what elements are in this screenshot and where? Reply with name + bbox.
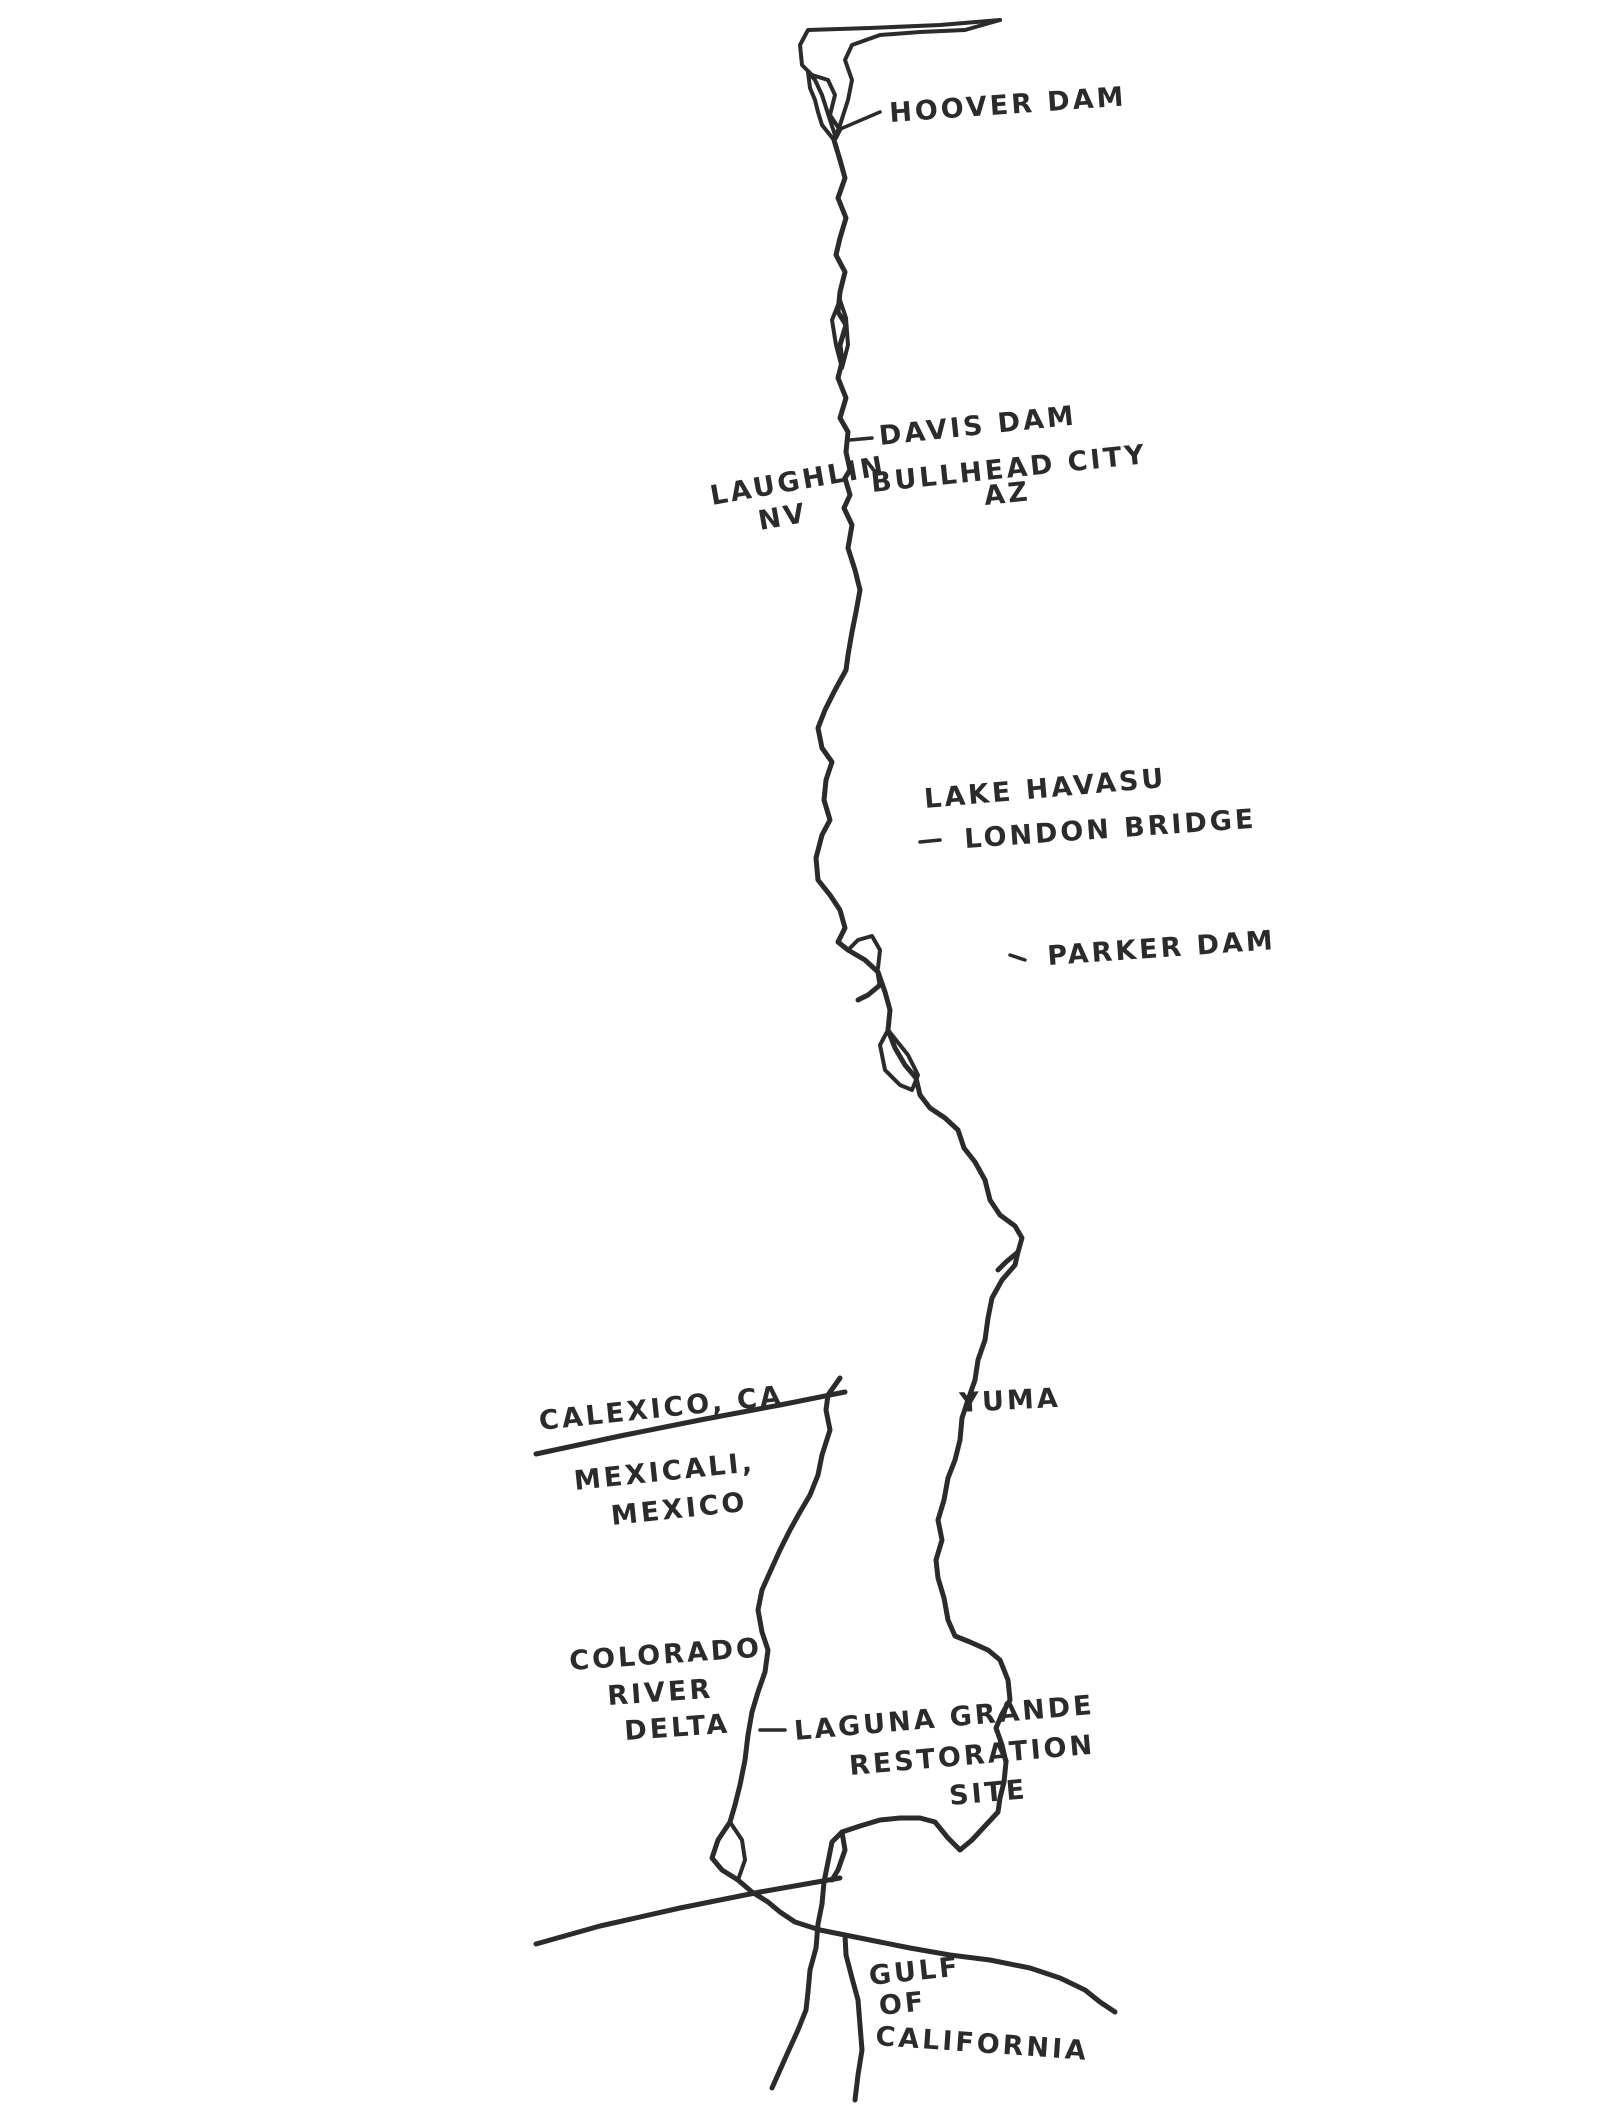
river-island bbox=[830, 298, 850, 370]
label-bullhead-az: AZ bbox=[982, 476, 1031, 512]
delta-side-channel bbox=[728, 1820, 747, 1882]
label-colorado: COLORADO bbox=[568, 1633, 763, 1677]
label-yuma: YUMA bbox=[958, 1383, 1062, 1419]
hoover-dam-pointer bbox=[836, 110, 882, 132]
border-line-lower bbox=[533, 1389, 848, 1457]
label-of: OF bbox=[877, 1986, 927, 2022]
label-mexico: MEXICO bbox=[609, 1487, 748, 1532]
gulf-east-shore bbox=[842, 1932, 1118, 2015]
gulf-west-shore bbox=[842, 1932, 865, 2103]
london-bridge-pointer bbox=[918, 838, 942, 844]
river-delta-main bbox=[709, 1375, 848, 1938]
label-lake-havasu: LAKE HAVASU bbox=[923, 763, 1168, 815]
label-site: SITE bbox=[948, 1774, 1029, 1812]
label-river: RIVER bbox=[606, 1674, 714, 1712]
lake-mead-shore bbox=[832, 18, 1002, 142]
label-london-bridge: LONDON BRIDGE bbox=[963, 804, 1257, 855]
label-parker-dam: PARKER DAM bbox=[1046, 925, 1276, 972]
parker-dam-pointer bbox=[1008, 953, 1027, 962]
label-laughlin-nv: NV bbox=[756, 498, 810, 537]
label-hoover-dam: HOOVER DAM bbox=[888, 81, 1127, 128]
lake-havasu-loop bbox=[878, 1028, 920, 1092]
river-hoover-to-davis bbox=[831, 137, 853, 473]
label-delta: DELTA bbox=[623, 1709, 731, 1747]
label-davis-dam: DAVIS DAM bbox=[877, 400, 1078, 452]
us-mexico-border-line bbox=[533, 1875, 843, 1947]
river-laughlin-to-havasu bbox=[813, 667, 883, 1003]
river-havasu-inlet bbox=[846, 934, 882, 970]
label-california: CALIFORNIA bbox=[875, 2021, 1090, 2067]
davis-dam-pointer bbox=[848, 436, 874, 442]
label-gulf: GULF bbox=[867, 1952, 961, 1992]
river-parker-to-yuma bbox=[933, 1249, 1021, 1853]
river-davis-to-laughlin bbox=[841, 467, 863, 673]
